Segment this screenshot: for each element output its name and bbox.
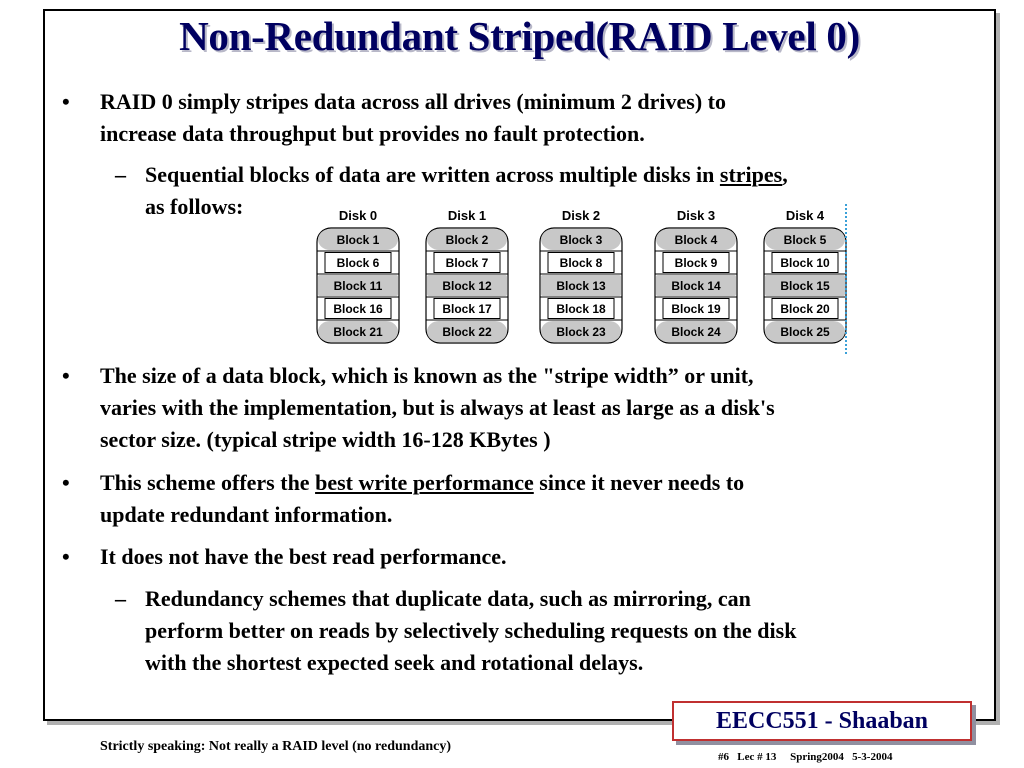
dash-marker: – — [115, 586, 126, 611]
block-label: Block 25 — [780, 325, 830, 339]
raid0-disk-diagram: Disk 0 Block 1 Block 6 Block 11 Block 16 Bloc… — [316, 204, 847, 354]
block-label: Block 24 — [671, 325, 721, 339]
block-label: Block 14 — [671, 279, 721, 293]
bullet-line: update redundant information. — [100, 502, 393, 527]
bullet-read-performance: • It does not have the best read perform… — [62, 541, 507, 573]
block-cell — [541, 275, 621, 296]
bullet-line: RAID 0 simply stripes data across all dr… — [100, 89, 726, 114]
block-cell — [771, 252, 839, 273]
dash-marker: – — [115, 162, 126, 187]
block-cell — [433, 252, 501, 273]
bullet-marker: • — [62, 544, 70, 569]
best-write-performance-link[interactable]: best write performance — [315, 470, 534, 495]
block-cell — [547, 252, 615, 273]
bullet-line: increase data throughput but provides no… — [100, 121, 645, 146]
block-cell — [662, 252, 730, 273]
block-label: Block 18 — [556, 302, 606, 316]
sub-bullet-line: with the shortest expected seek and rota… — [145, 650, 644, 675]
slide-info: #6 Lec # 13 Spring2004 5-3-2004 — [718, 751, 893, 763]
sub-bullet-redundancy-schemes: – Redundancy schemes that duplicate data… — [115, 583, 797, 679]
disk-label: Disk 1 — [448, 208, 486, 223]
block-label: Block 4 — [675, 233, 718, 247]
block-label: Block 22 — [442, 325, 492, 339]
block-label: Block 5 — [784, 233, 827, 247]
block-label: Block 16 — [333, 302, 383, 316]
block-cell — [771, 298, 839, 319]
sub-bullet-sequential-blocks: – Sequential blocks of data are written … — [115, 159, 788, 223]
disk-label: Disk 3 — [677, 208, 715, 223]
bullet-marker: • — [62, 363, 70, 388]
bullet-marker: • — [62, 89, 70, 114]
stripes-link[interactable]: stripes — [719, 162, 783, 187]
block-label: Block 8 — [560, 256, 603, 270]
block-label: Block 10 — [780, 256, 830, 270]
slide-frame — [43, 9, 996, 721]
block-label: Block 11 — [334, 279, 383, 293]
bullet-text: This scheme offers the — [100, 470, 316, 495]
sub-bullet-line: Sequential blocks of data are written ac… — [145, 159, 788, 191]
course-footer-box: EECC551 - Shaaban — [672, 701, 972, 741]
block-label: Block 12 — [442, 279, 492, 293]
slide-title: Non-Redundant Striped(RAID Level 0) — [179, 13, 860, 59]
block-cell — [656, 275, 736, 296]
block-label: Block 7 — [446, 256, 489, 270]
bullet-line: sector size. (typical stripe width 16-12… — [100, 427, 551, 452]
block-label: Block 20 — [780, 302, 830, 316]
block-cell — [656, 321, 736, 342]
block-cell — [318, 321, 398, 342]
block-cell — [765, 321, 845, 342]
block-cell — [433, 298, 501, 319]
block-label: Block 23 — [556, 325, 606, 339]
block-cell — [547, 298, 615, 319]
footnote: Strictly speaking: Not really a RAID lev… — [100, 739, 452, 754]
sub-bullet-text: , — [782, 162, 788, 187]
bullet-line: It does not have the best read performan… — [100, 544, 507, 569]
block-label: Block 3 — [560, 233, 603, 247]
bullet-write-performance: • This scheme offers the best write perf… — [62, 467, 744, 531]
sub-bullet-line: as follows: — [145, 194, 244, 219]
sub-bullet-line: Redundancy schemes that duplicate data, … — [145, 586, 751, 611]
bullet-marker: • — [62, 470, 70, 495]
bullet-line: The size of a data block, which is known… — [100, 363, 754, 388]
bullet-line: This scheme offers the best write perfor… — [100, 467, 744, 499]
block-cell — [427, 275, 507, 296]
block-cell — [765, 275, 845, 296]
block-label: Block 15 — [780, 279, 830, 293]
disk-label: Disk 4 — [786, 208, 825, 223]
block-label: Block 1 — [337, 233, 380, 247]
block-label: Block 9 — [675, 256, 718, 270]
block-cell — [662, 298, 730, 319]
bullet-stripe-width: • The size of a data block, which is kno… — [62, 360, 775, 456]
block-label: Block 13 — [556, 279, 606, 293]
block-cell — [541, 321, 621, 342]
block-label: Block 2 — [446, 233, 489, 247]
disk-label: Disk 0 — [339, 208, 377, 223]
block-label: Block 21 — [333, 325, 383, 339]
block-label: Block 17 — [442, 302, 492, 316]
block-label: Block 19 — [671, 302, 721, 316]
block-cell — [318, 229, 398, 250]
block-cell — [541, 229, 621, 250]
block-cell — [324, 252, 392, 273]
block-cell — [656, 229, 736, 250]
disk-label: Disk 2 — [562, 208, 600, 223]
bullet-text: since it never needs to — [533, 470, 745, 495]
sub-bullet-line: perform better on reads by selectively s… — [145, 618, 797, 643]
block-cell — [427, 229, 507, 250]
bullet-line: varies with the implementation, but is a… — [100, 395, 775, 420]
block-cell — [427, 321, 507, 342]
block-cell — [324, 298, 392, 319]
sub-bullet-text: Sequential blocks of data are written ac… — [145, 162, 720, 187]
block-cell — [318, 275, 398, 296]
block-label: Block 6 — [337, 256, 380, 270]
bullet-raid0-definition: • RAID 0 simply stripes data across all … — [62, 86, 726, 150]
block-cell — [765, 229, 845, 250]
